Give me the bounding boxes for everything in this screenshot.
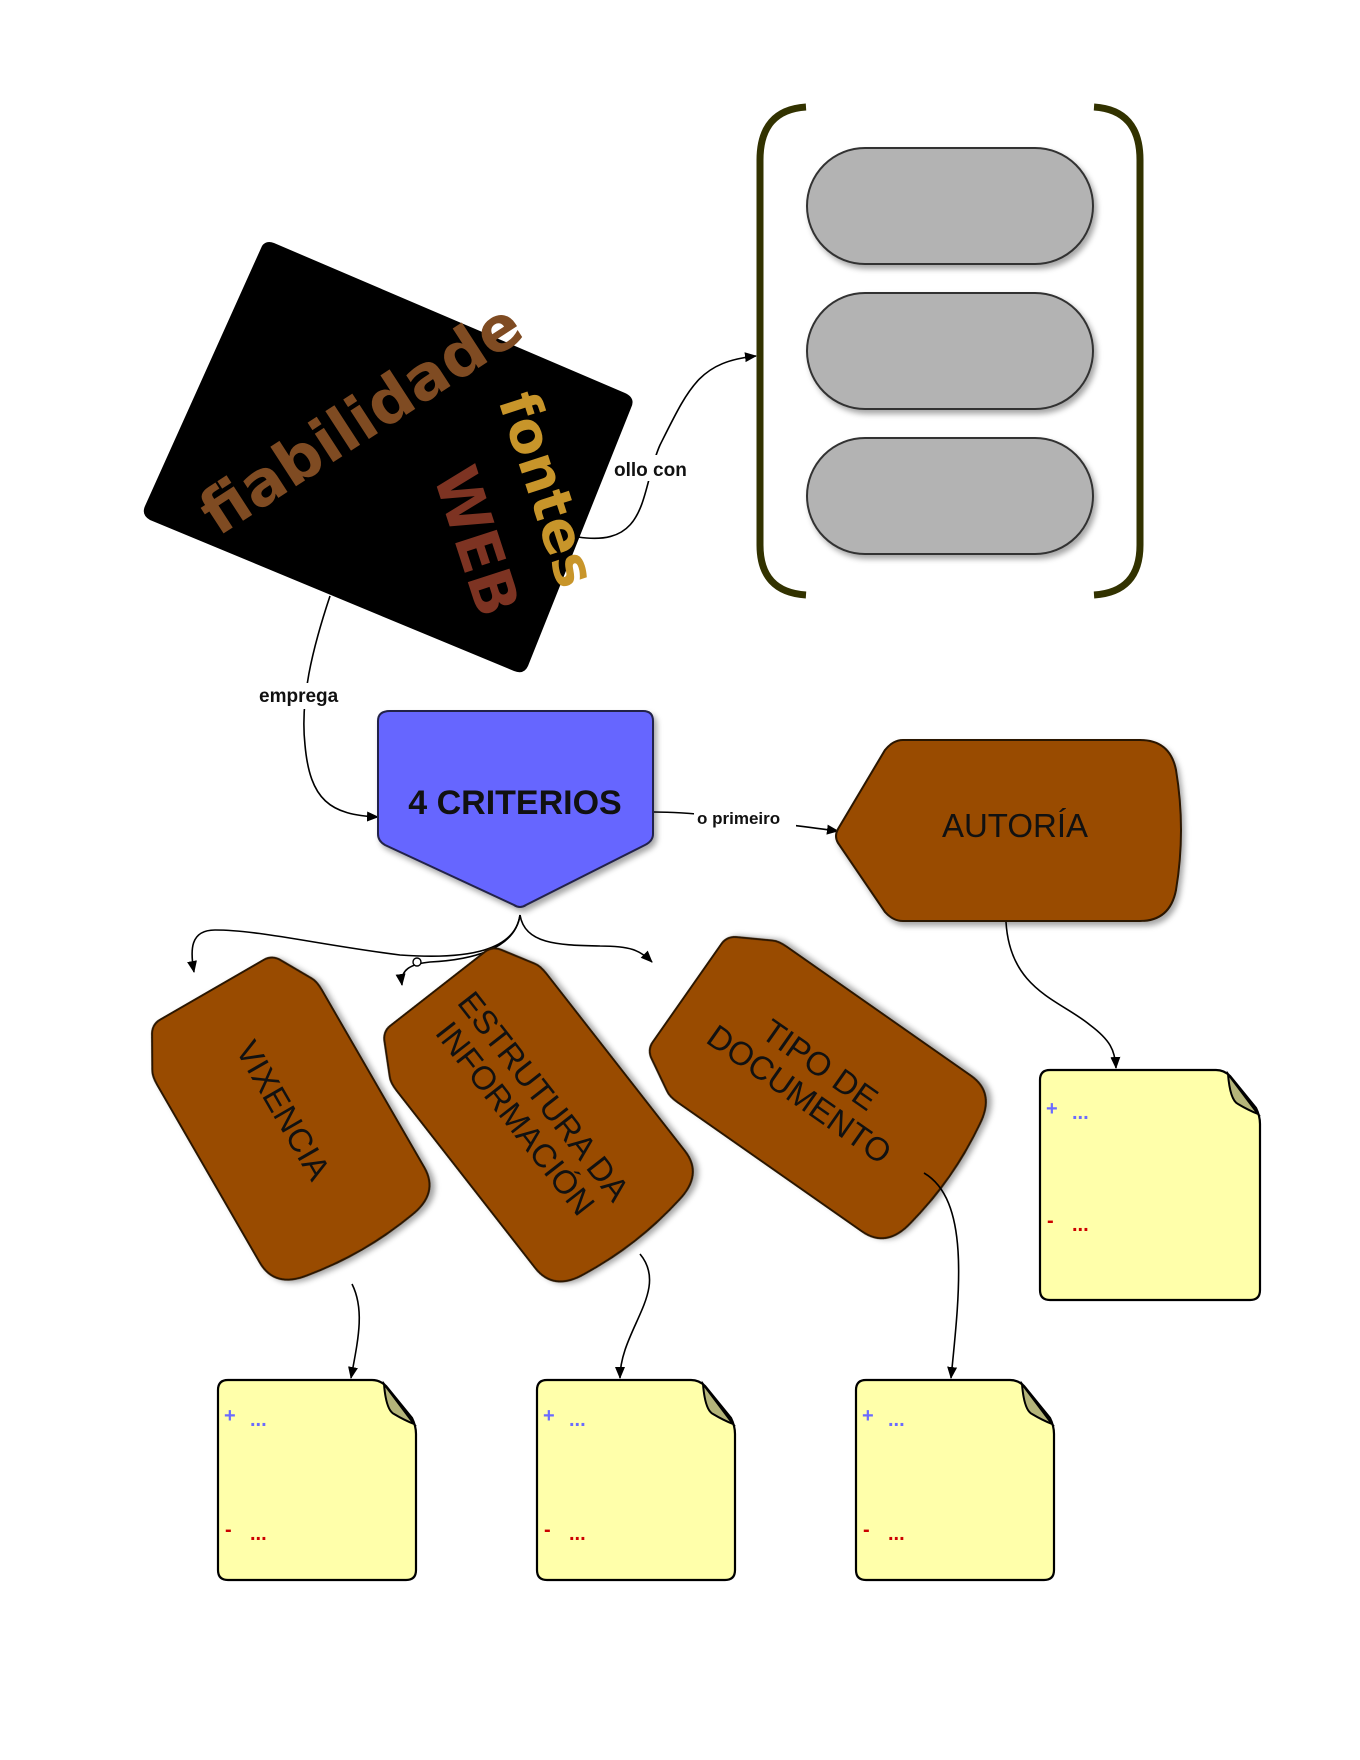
central-node-label: 4 CRITERIOS (408, 784, 621, 822)
edge-to-estrutura (395, 914, 521, 986)
edge-ollo-con (577, 352, 757, 540)
criterion-estrutura[interactable]: ESTRUTURA DA INFORMACIÓN (363, 930, 710, 1299)
edge-vixencia-note (348, 1283, 361, 1379)
note-plus-sign: + (224, 1405, 236, 1427)
right-bracket (1093, 103, 1144, 599)
note-body (216, 1378, 418, 1582)
criterion-tipo-shape (648, 936, 987, 1240)
note-minus-sign: - (863, 1519, 870, 1541)
edge-autoria-note (1005, 921, 1121, 1069)
note-minus-text: ... (888, 1523, 905, 1545)
note-plus-text: ... (1072, 1102, 1089, 1124)
left-bracket (756, 103, 807, 599)
note-body (854, 1378, 1056, 1582)
edge-label-o-primeiro: o primeiro (697, 809, 780, 828)
note-plus-sign: + (1046, 1098, 1058, 1120)
note-plus-text: ... (888, 1409, 905, 1431)
note-minus-sign: - (544, 1519, 551, 1541)
edge-label-bg (694, 806, 796, 828)
note-vixencia[interactable]: +... -... (216, 1378, 418, 1582)
title-card[interactable]: fiabilidade fontes WEB (143, 242, 633, 673)
criterion-estrutura-shape (383, 947, 694, 1283)
note-minus-text: ... (250, 1523, 267, 1545)
edge-label-bg (613, 455, 709, 481)
note-plus-text: ... (250, 1409, 267, 1431)
criterion-autoria[interactable]: AUTORÍA (835, 739, 1182, 922)
note-plus-sign: + (862, 1405, 874, 1427)
note-autoria[interactable]: +... -... (1038, 1068, 1262, 1302)
note-plus-text: ... (569, 1409, 586, 1431)
note-fold-icon (382, 1380, 417, 1427)
note-minus-sign: - (225, 1519, 232, 1541)
pill-1[interactable] (806, 147, 1094, 265)
edge-label-bg (256, 683, 356, 709)
note-minus-text: ... (569, 1523, 586, 1545)
pill-2[interactable] (806, 292, 1094, 410)
title-card-background (143, 242, 633, 673)
note-plus-sign: + (543, 1405, 555, 1427)
note-minus-sign: - (1047, 1210, 1054, 1232)
note-fold-icon (1020, 1380, 1055, 1427)
edge-tipo-note (923, 1172, 960, 1379)
criterion-autoria-label: AUTORÍA (942, 807, 1088, 844)
central-node-shape (377, 710, 654, 908)
bracket-group (756, 103, 1144, 599)
criterion-vixencia-shape (151, 956, 431, 1281)
criterion-autoria-shape (835, 739, 1182, 922)
note-fold-icon (1226, 1070, 1261, 1117)
note-estrutura[interactable]: +... -... (535, 1378, 737, 1582)
note-body (535, 1378, 737, 1582)
edge-estrutura-note (615, 1253, 651, 1379)
edge-to-tipo (519, 914, 653, 963)
pill-3[interactable] (806, 437, 1094, 555)
edge-label-emprega: emprega (259, 686, 339, 707)
edge-crossing-hop (412, 957, 422, 967)
note-tipo[interactable]: +... -... (854, 1378, 1056, 1582)
edge-emprega (303, 595, 379, 822)
edge-label-ollo-con: ollo con (614, 460, 687, 481)
note-fold-icon (701, 1380, 736, 1427)
central-node[interactable]: 4 CRITERIOS (377, 710, 654, 908)
criterion-vixencia[interactable]: VIXENCIA (130, 942, 445, 1297)
note-minus-text: ... (1072, 1214, 1089, 1236)
